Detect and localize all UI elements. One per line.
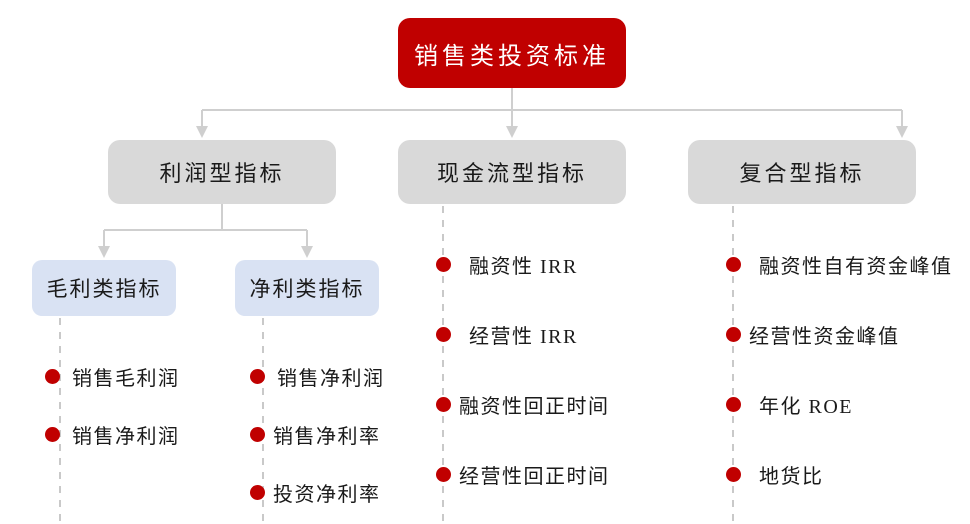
bullet-icon <box>250 485 265 500</box>
category-node-cashflow[interactable]: 现金流型指标 <box>398 140 626 204</box>
bullet-icon <box>250 369 265 384</box>
leaf-item-label: 融资性自有资金峰值 <box>759 256 953 278</box>
leaf-item-label: 年化 ROE <box>759 396 853 418</box>
bullet-icon <box>726 397 741 412</box>
leaf-item-label: 销售净利润 <box>72 426 180 448</box>
bullet-icon <box>250 427 265 442</box>
leaf-item-label: 销售净利率 <box>273 426 381 448</box>
leaf-item[interactable]: 融资性回正时间 <box>436 390 610 419</box>
category-node-composite[interactable]: 复合型指标 <box>688 140 916 204</box>
leaf-item-label: 融资性回正时间 <box>459 396 610 418</box>
leaf-item-label: 经营性 IRR <box>469 326 578 348</box>
leaf-item[interactable]: 经营性回正时间 <box>436 460 610 489</box>
subcategory-node-net-profit[interactable]: 净利类指标 <box>235 260 379 316</box>
root-node[interactable]: 销售类投资标准 <box>398 18 626 88</box>
leaf-item[interactable]: 地货比 <box>726 460 824 489</box>
leaf-item-label: 经营性回正时间 <box>459 466 610 488</box>
leaf-item[interactable]: 融资性自有资金峰值 <box>726 250 953 279</box>
leaf-item[interactable]: 投资净利率 <box>250 478 381 507</box>
leaf-item-label: 经营性资金峰值 <box>749 326 900 348</box>
leaf-item-label: 融资性 IRR <box>469 256 578 278</box>
category-node-profit[interactable]: 利润型指标 <box>108 140 336 204</box>
leaf-item[interactable]: 销售净利润 <box>45 420 180 449</box>
leaf-item[interactable]: 销售毛利润 <box>45 362 180 391</box>
bullet-icon <box>45 369 60 384</box>
leaf-item[interactable]: 经营性资金峰值 <box>726 320 900 349</box>
bullet-icon <box>436 257 451 272</box>
leaf-item[interactable]: 融资性 IRR <box>436 250 578 279</box>
bullet-icon <box>436 327 451 342</box>
leaf-item-label: 销售毛利润 <box>72 368 180 390</box>
leaf-item-label: 投资净利率 <box>273 484 381 506</box>
bullet-icon <box>436 397 451 412</box>
leaf-item[interactable]: 销售净利润 <box>250 362 385 391</box>
bullet-icon <box>436 467 451 482</box>
bullet-icon <box>726 257 741 272</box>
subcategory-node-gross-profit[interactable]: 毛利类指标 <box>32 260 176 316</box>
bullet-icon <box>726 467 741 482</box>
bullet-icon <box>45 427 60 442</box>
leaf-item-label: 地货比 <box>759 466 824 488</box>
leaf-item[interactable]: 年化 ROE <box>726 390 853 419</box>
leaf-item[interactable]: 经营性 IRR <box>436 320 578 349</box>
leaf-item-label: 销售净利润 <box>277 368 385 390</box>
bullet-icon <box>726 327 741 342</box>
leaf-item[interactable]: 销售净利率 <box>250 420 381 449</box>
